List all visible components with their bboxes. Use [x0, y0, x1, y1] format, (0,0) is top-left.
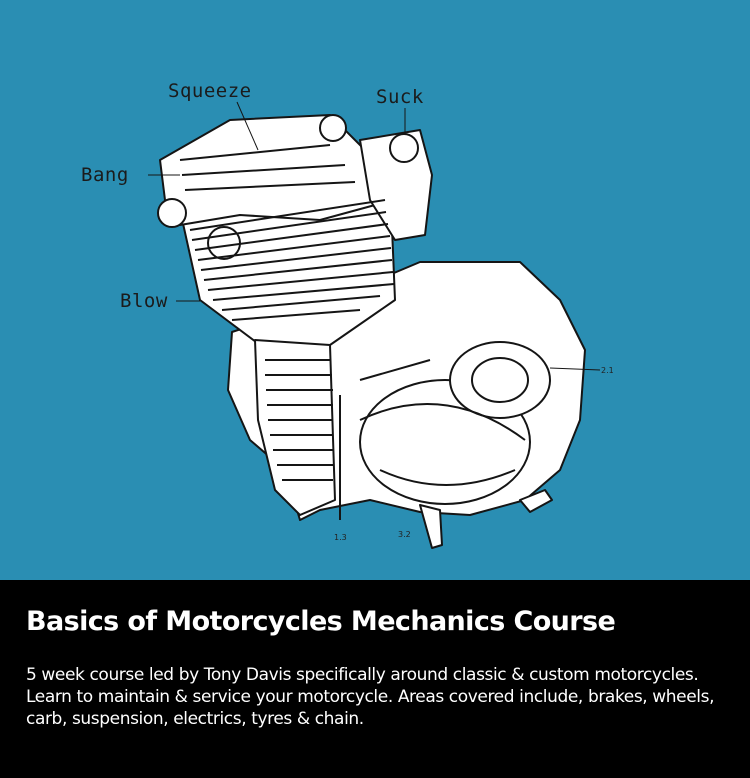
part-number: 1.3	[334, 533, 347, 542]
label-blow: Blow	[120, 290, 168, 312]
gear-pedal	[419, 504, 443, 549]
engine-illustration: Squeeze Suck Bang Blow 2.1 1.3 3.2	[0, 0, 750, 580]
label-suck: Suck	[376, 86, 424, 108]
lower-block	[254, 339, 336, 516]
course-info-panel: Basics of Motorcycles Mechanics Course 5…	[0, 580, 750, 778]
kickstart-lever	[519, 489, 553, 513]
carb-cap-right	[389, 133, 419, 163]
engine-drawing	[148, 101, 601, 549]
label-squeeze: Squeeze	[168, 80, 252, 102]
label-bang: Bang	[81, 164, 129, 186]
course-title[interactable]: Basics of Motorcycles Mechanics Course	[26, 606, 616, 637]
carb-cap-left	[319, 114, 347, 142]
part-number: 2.1	[601, 366, 614, 375]
course-description: 5 week course led by Tony Davis specific…	[26, 665, 715, 729]
part-number: 3.2	[398, 530, 411, 539]
